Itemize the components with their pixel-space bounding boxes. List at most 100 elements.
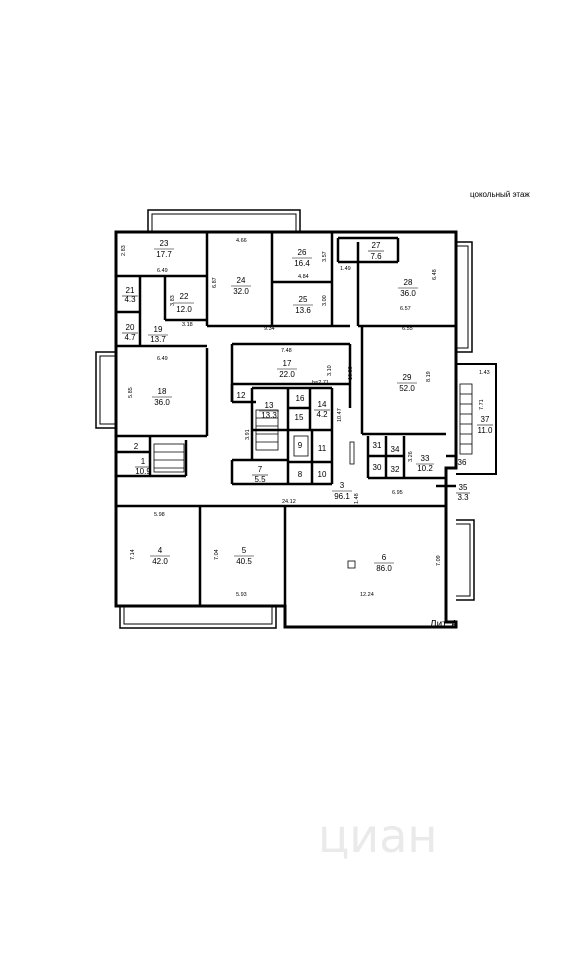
dimension: 3.10: [327, 365, 333, 376]
watermark: циан: [318, 809, 437, 863]
dimension: 7.09: [436, 555, 442, 566]
room-number: 18: [158, 387, 167, 396]
room-number: 26: [298, 248, 307, 257]
room-number: 13: [265, 401, 274, 410]
dimension: 10.47: [337, 408, 343, 422]
dimension: 9.34: [264, 326, 275, 332]
room-number: 9: [298, 441, 303, 450]
room-number: 34: [391, 445, 400, 454]
floor-title: цокольный этаж: [470, 190, 530, 199]
room-number: 11: [318, 444, 327, 453]
room-number: 4: [158, 546, 163, 555]
room-number: 35: [459, 483, 468, 492]
dimension: 6.57: [400, 306, 411, 312]
room-area: 13.6: [295, 306, 311, 315]
room-area: 4.7: [124, 333, 136, 342]
room-number: 14: [318, 400, 327, 409]
room-area: 40.5: [236, 557, 252, 566]
room-number: 21: [126, 286, 135, 295]
room-number: 33: [421, 454, 430, 463]
room-number: 37: [481, 415, 490, 424]
dimension: 3.57: [322, 251, 328, 262]
interior-walls: [116, 232, 456, 606]
dimension: 24.12: [282, 499, 296, 505]
room-number: 30: [373, 463, 382, 472]
dimension: 7.14: [130, 549, 136, 560]
dimension: 6.95: [392, 490, 403, 496]
dimension: 7.04: [214, 549, 220, 560]
room-area: 42.0: [152, 557, 168, 566]
room-area: 32.0: [233, 287, 249, 296]
room-area: 10.9: [135, 467, 151, 476]
dimension: h=2.71: [312, 380, 329, 386]
room-area: 11.0: [478, 426, 494, 435]
room-area: 36.0: [400, 289, 416, 298]
dimension: 1.49: [340, 266, 351, 272]
building-outline: [95, 209, 497, 629]
room-number: 20: [126, 323, 135, 332]
room-labels: 23 17.7 24 32.0 26 16.4 27 7.6 28 36.0 2…: [122, 239, 493, 573]
dimension: 6.55: [402, 326, 413, 332]
room-number: 19: [154, 325, 163, 334]
dimension: 1.43: [479, 370, 490, 376]
dimension: 6.87: [212, 277, 218, 288]
dimension: 4.66: [236, 238, 247, 244]
dimension: 3.00: [322, 295, 328, 306]
room-area: 52.0: [399, 384, 415, 393]
room-area: 36.0: [154, 398, 170, 407]
room-area: 4.2: [316, 410, 328, 419]
room-number: 2: [134, 442, 139, 451]
stairs: [153, 383, 473, 473]
dimension: 12.24: [360, 592, 374, 598]
room-number: 22: [180, 292, 189, 301]
room-number: 10: [318, 470, 327, 479]
room-number: 7: [258, 465, 263, 474]
room-number: 28: [404, 278, 413, 287]
room-number: 6: [382, 553, 387, 562]
dimension-labels: 2.83 4.66 6.49 6.87 4.84 3.57 1.49 6.48 …: [121, 238, 490, 598]
dimension: 6.49: [157, 268, 168, 274]
room-area: 86.0: [376, 564, 392, 573]
room-number: 8: [298, 470, 303, 479]
dimension: 7.71: [479, 399, 485, 410]
room-number: 29: [403, 373, 412, 382]
room-number-labels: 2 12 16 15 9 11 8 10 31 34 30 32 36: [134, 391, 467, 479]
dimension: 5.85: [128, 387, 134, 398]
dimension: 3.83: [170, 295, 176, 306]
room-area: 16.4: [294, 259, 310, 268]
room-number: 16: [296, 394, 305, 403]
dimension: 8.19: [426, 371, 432, 382]
room-number: 23: [160, 239, 169, 248]
dimension: 3.91: [245, 429, 251, 440]
dimension: 6.48: [432, 269, 438, 280]
room-number: 24: [237, 276, 246, 285]
dimension: 5.98: [154, 512, 165, 518]
room-area: 22.0: [279, 370, 295, 379]
room-area: 7.6: [370, 252, 382, 261]
room-number: 31: [373, 441, 382, 450]
room-area: 5.5: [254, 475, 266, 484]
room-number: 3: [340, 481, 345, 490]
dimension: 1.48: [354, 493, 360, 504]
room-number: 15: [295, 413, 304, 422]
room-number: 1: [141, 457, 146, 466]
room-area: 12.0: [176, 305, 192, 314]
dimension: 16.89: [348, 366, 354, 380]
room-number: 12: [237, 391, 246, 400]
room-area: 13.3: [261, 411, 277, 420]
dimension: 6.49: [157, 356, 168, 362]
dimension: 7.48: [281, 348, 292, 354]
room-area: 10.2: [417, 464, 433, 473]
dimension: 2.83: [121, 245, 127, 256]
room-number: 36: [458, 458, 467, 467]
room-area: 3.3: [457, 493, 469, 502]
room-area: 17.7: [156, 250, 172, 259]
room-area: 13.7: [150, 335, 166, 344]
room-number: 32: [391, 465, 400, 474]
dimension: 3.18: [182, 322, 193, 328]
room-number: 27: [372, 241, 381, 250]
lit-label: Лит. А: [430, 619, 458, 630]
room-number: 17: [283, 359, 292, 368]
dimension: 3.26: [408, 451, 414, 462]
dimension: 4.84: [298, 274, 309, 280]
